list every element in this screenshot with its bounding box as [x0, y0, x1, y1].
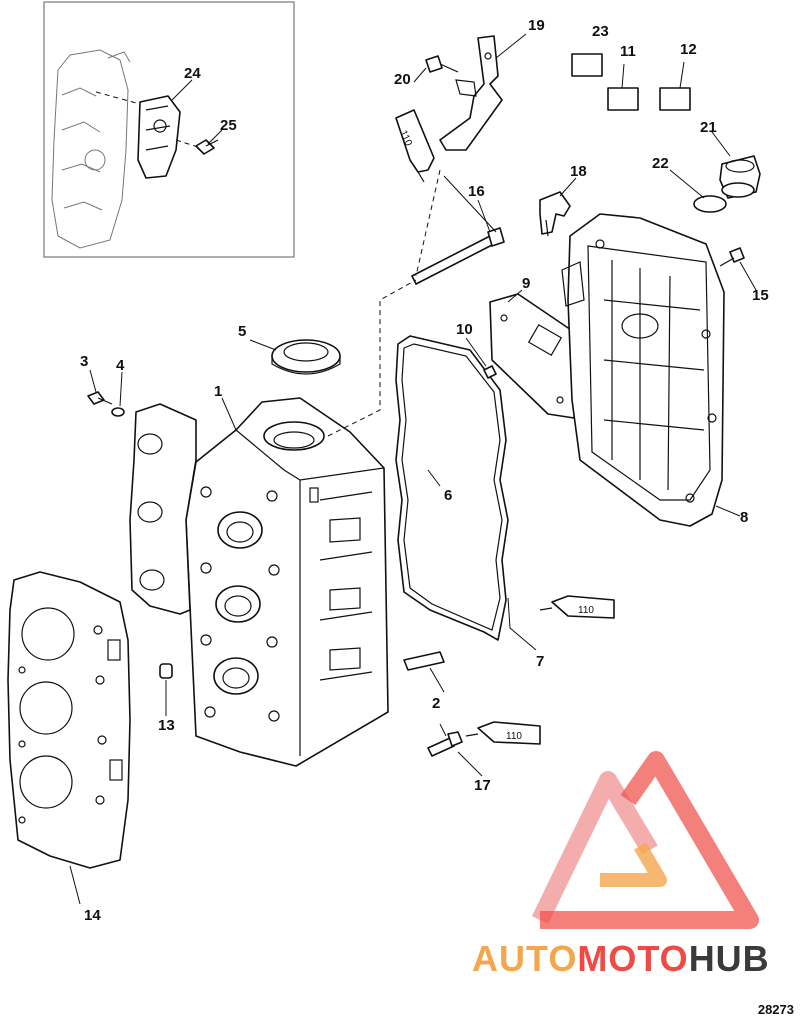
figure-number: 28273 — [757, 1002, 794, 1017]
callout-9: 9 — [522, 275, 530, 292]
bolt-17 — [427, 731, 463, 757]
callout-19: 19 — [528, 17, 545, 34]
bolt-and-washer — [87, 391, 125, 417]
callout-20: 20 — [394, 71, 411, 88]
seal-ring — [271, 339, 341, 375]
alignment-line-2 — [415, 169, 441, 277]
head-cover — [561, 213, 725, 527]
callout-22: 22 — [652, 155, 669, 172]
callout-12: 12 — [680, 41, 697, 58]
alignment-line — [327, 279, 417, 437]
sealant-label-bottom: 110 — [506, 731, 522, 742]
callout-3: 3 — [80, 353, 88, 370]
callout-13: 13 — [158, 717, 175, 734]
watermark-part-auto: AUTO — [472, 938, 578, 979]
o-ring — [693, 195, 727, 213]
callout-6: 6 — [444, 487, 452, 504]
callout-8: 8 — [740, 509, 748, 526]
bolt-20 — [425, 55, 459, 73]
callout-5: 5 — [238, 323, 246, 340]
callout-14: 14 — [84, 907, 101, 924]
callout-11: 11 — [620, 43, 636, 60]
callout-2: 2 — [432, 695, 440, 712]
intake-plate — [129, 403, 197, 615]
bolt-15 — [719, 247, 745, 267]
cover-gasket — [395, 335, 509, 641]
callout-18: 18 — [570, 163, 587, 180]
sealant-tube-top: 110 — [395, 109, 435, 183]
watermark-part-hub: HUB — [688, 938, 770, 979]
label-box-23 — [571, 53, 603, 77]
head-gasket — [7, 571, 131, 869]
callout-21: 21 — [700, 119, 717, 136]
dowel-pin-2 — [403, 651, 445, 671]
callout-15: 15 — [752, 287, 769, 304]
dowel-pin-13 — [159, 663, 173, 679]
sealant-label-right: 110 — [578, 605, 594, 616]
watermark-part-moto: MOTO — [577, 938, 689, 979]
callout-17: 17 — [474, 777, 491, 794]
callout-4: 4 — [116, 357, 125, 374]
callout-16: 16 — [468, 183, 485, 200]
watermark-logo — [531, 751, 759, 929]
oil-filler-cap — [719, 155, 761, 199]
sealant-tube-bottom: 110 — [465, 721, 541, 745]
callout-10: 10 — [456, 321, 473, 338]
label-box-12 — [659, 87, 691, 111]
callout-24: 24 — [184, 65, 201, 82]
inset-detail — [43, 1, 295, 258]
long-bolt — [411, 227, 505, 285]
callout-numbers: 1 2 3 4 5 6 7 8 9 10 11 12 13 14 15 16 1… — [80, 17, 769, 924]
sealant-tube-right: 110 — [539, 595, 615, 619]
callout-7: 7 — [536, 653, 544, 670]
elbow-fitting — [539, 191, 571, 237]
cylinder-head — [185, 397, 389, 767]
label-box-11 — [607, 87, 639, 111]
watermark-text: AUTOMOTOHUB — [472, 938, 770, 980]
callout-23: 23 — [592, 23, 609, 40]
screw-10 — [483, 365, 497, 379]
callout-1: 1 — [214, 383, 222, 400]
callout-25: 25 — [220, 117, 237, 134]
leader-lines — [69, 33, 757, 905]
breather-plate — [489, 293, 581, 419]
bracket-19 — [439, 35, 503, 151]
